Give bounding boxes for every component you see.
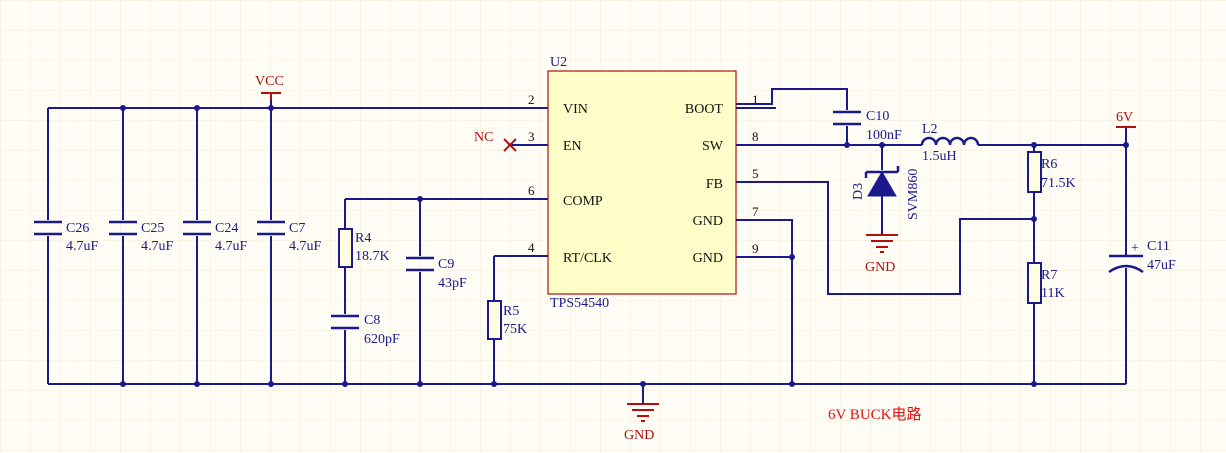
r6-value: 71.5K xyxy=(1041,176,1076,191)
r7-ref: R7 xyxy=(1041,268,1057,283)
capacitor-c26: C26 4.7uF xyxy=(34,220,99,254)
pin-name: VIN xyxy=(563,102,588,117)
vcc-label: VCC xyxy=(255,74,284,89)
pin-name: RT/CLK xyxy=(563,251,612,266)
capacitor-c7: C7 4.7uF xyxy=(257,220,322,254)
diode-d3: D3 SVM860 xyxy=(851,166,921,220)
gnd-symbol-main: GND xyxy=(624,403,659,443)
c24-ref: C24 xyxy=(215,221,238,236)
c9-ref: C9 xyxy=(438,257,454,272)
r5-value: 75K xyxy=(503,322,527,337)
capacitor-c25: C25 4.7uF xyxy=(109,220,174,254)
pin-number: 2 xyxy=(528,92,535,107)
pin-number: 5 xyxy=(752,166,759,181)
ic-u2: U2 TPS54540 2 VIN 3 EN 6 COMP 4 RT/CLK 1… xyxy=(508,55,776,311)
ic-part-number: TPS54540 xyxy=(550,296,609,311)
r4-ref: R4 xyxy=(355,231,371,246)
capacitor-c11: + C11 47uF xyxy=(1108,239,1176,274)
capacitor-c24: C24 4.7uF xyxy=(183,220,248,254)
pin-number: 3 xyxy=(528,129,535,144)
gnd-diode-label: GND xyxy=(865,260,895,275)
c25-ref: C25 xyxy=(141,221,164,236)
resistor-r7: R7 11K xyxy=(1027,262,1065,304)
c8-value: 620pF xyxy=(364,332,400,347)
r5-ref: R5 xyxy=(503,304,519,319)
pin-number: 6 xyxy=(528,183,535,198)
c26-value: 4.7uF xyxy=(66,239,99,254)
c26-ref: C26 xyxy=(66,221,89,236)
pin-number: 1 xyxy=(752,92,759,107)
c7-value: 4.7uF xyxy=(289,239,322,254)
pin-name: EN xyxy=(563,139,582,154)
pin-name: COMP xyxy=(563,194,603,209)
ic-body xyxy=(547,70,737,295)
6v-power-port: 6V xyxy=(1116,110,1136,128)
c11-value: 47uF xyxy=(1147,258,1176,273)
r6-ref: R6 xyxy=(1041,157,1057,172)
pin-number: 4 xyxy=(528,240,535,255)
c7-ref: C7 xyxy=(289,221,305,236)
pin-name: FB xyxy=(706,177,723,192)
d3-ref: D3 xyxy=(851,183,866,200)
capacitor-c8: C8 620pF xyxy=(331,313,400,347)
pin-number: 8 xyxy=(752,129,759,144)
l2-ref: L2 xyxy=(922,122,938,137)
c11-ref: C11 xyxy=(1147,239,1170,254)
nc-label: NC xyxy=(474,130,493,145)
6v-label: 6V xyxy=(1116,110,1133,125)
capacitor-c10: C10 100nF xyxy=(833,109,902,143)
l2-value: 1.5uH xyxy=(922,149,957,164)
pin-name: GND xyxy=(693,214,723,229)
r7-value: 11K xyxy=(1041,286,1065,301)
pin-number: 7 xyxy=(752,204,759,219)
resistor-r4: R4 18.7K xyxy=(338,228,390,268)
c9-value: 43pF xyxy=(438,276,467,291)
c8-ref: C8 xyxy=(364,313,380,328)
inductor-l2: L2 1.5uH xyxy=(920,122,980,164)
r4-value: 18.7K xyxy=(355,249,390,264)
c24-value: 4.7uF xyxy=(215,239,248,254)
pin-number: 9 xyxy=(752,241,759,256)
resistor-r6: R6 71.5K xyxy=(1027,151,1076,193)
ic-designator: U2 xyxy=(550,55,567,70)
pin-name: SW xyxy=(702,139,724,154)
junctions xyxy=(120,105,1129,387)
c10-ref: C10 xyxy=(866,109,889,124)
resistor-r5: R5 75K xyxy=(487,300,527,340)
vcc-power-port: VCC xyxy=(255,74,284,100)
gnd-main-label: GND xyxy=(624,428,654,443)
pin-name: BOOT xyxy=(685,102,724,117)
c10-value: 100nF xyxy=(866,128,902,143)
circuit-caption: 6V BUCK电路 xyxy=(828,406,922,423)
d3-value: SVM860 xyxy=(906,169,921,220)
c25-value: 4.7uF xyxy=(141,239,174,254)
gnd-symbol-diode: GND xyxy=(865,234,898,275)
capacitor-c9: C9 43pF xyxy=(406,256,467,291)
c11-polarity: + xyxy=(1131,241,1139,256)
pin-name: GND xyxy=(693,251,723,266)
nc-marker: NC xyxy=(474,130,517,152)
